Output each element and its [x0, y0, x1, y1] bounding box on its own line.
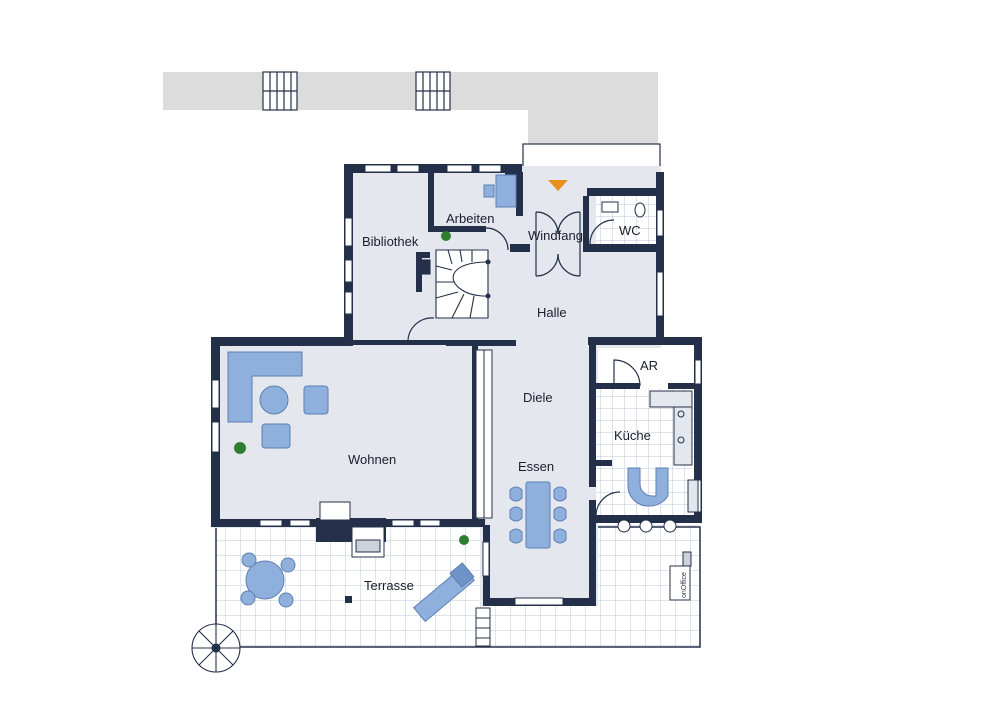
room-label-windfang: Windfang [528, 228, 583, 243]
outdoor-path [163, 71, 661, 173]
doors [407, 211, 641, 517]
entrance-marker [548, 180, 568, 191]
terrace-post [345, 596, 352, 603]
fireplace [319, 501, 385, 558]
staircase [417, 249, 491, 319]
spiral-staircase [191, 623, 241, 673]
room-label-terrasse: Terrasse [364, 578, 414, 593]
room-label-arbeiten: Arbeiten [446, 211, 495, 226]
brand-text: onOffice [681, 572, 688, 598]
sofa-set [227, 351, 329, 449]
kitchen-counters [617, 390, 699, 533]
outdoor-steps-left [262, 71, 298, 111]
room-label-halle: Halle [537, 305, 567, 320]
wc-fixtures [601, 201, 646, 218]
room-label-ar: AR [640, 358, 659, 373]
room-label-essen: Essen [518, 459, 555, 474]
brand-logo [669, 551, 692, 601]
terrace-table [240, 552, 296, 608]
desk [483, 174, 517, 208]
sun-lounger [412, 562, 476, 623]
terrace-steps [475, 607, 491, 647]
dining-table [509, 481, 567, 549]
room-label-wc: WC [619, 223, 641, 238]
plant-icon [234, 231, 469, 545]
room-label-diele: Diele [523, 390, 553, 405]
room-label-bibliothek: Bibliothek [362, 234, 419, 249]
windows [211, 164, 702, 606]
outdoor-steps-right [415, 71, 451, 111]
room-label-wohnen: Wohnen [348, 452, 397, 467]
room-label-kueche: Küche [614, 428, 651, 443]
